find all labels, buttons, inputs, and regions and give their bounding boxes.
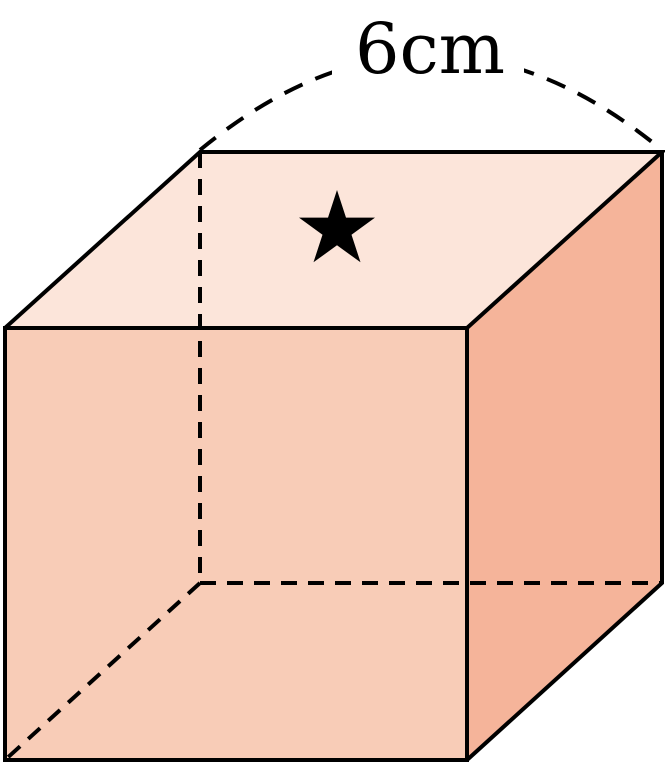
star-icon	[299, 190, 375, 263]
cube-front-face	[5, 328, 467, 760]
right-face-outline	[465, 152, 664, 762]
dimension-label-backdrop	[332, 10, 524, 84]
visible-edges	[3, 150, 665, 762]
top-face-outline	[3, 150, 665, 330]
cube-right-face	[467, 152, 662, 760]
hidden-edge-left-bottom	[3, 581, 202, 762]
dimension-label: 6cm	[355, 8, 505, 90]
hidden-edges	[3, 152, 662, 762]
